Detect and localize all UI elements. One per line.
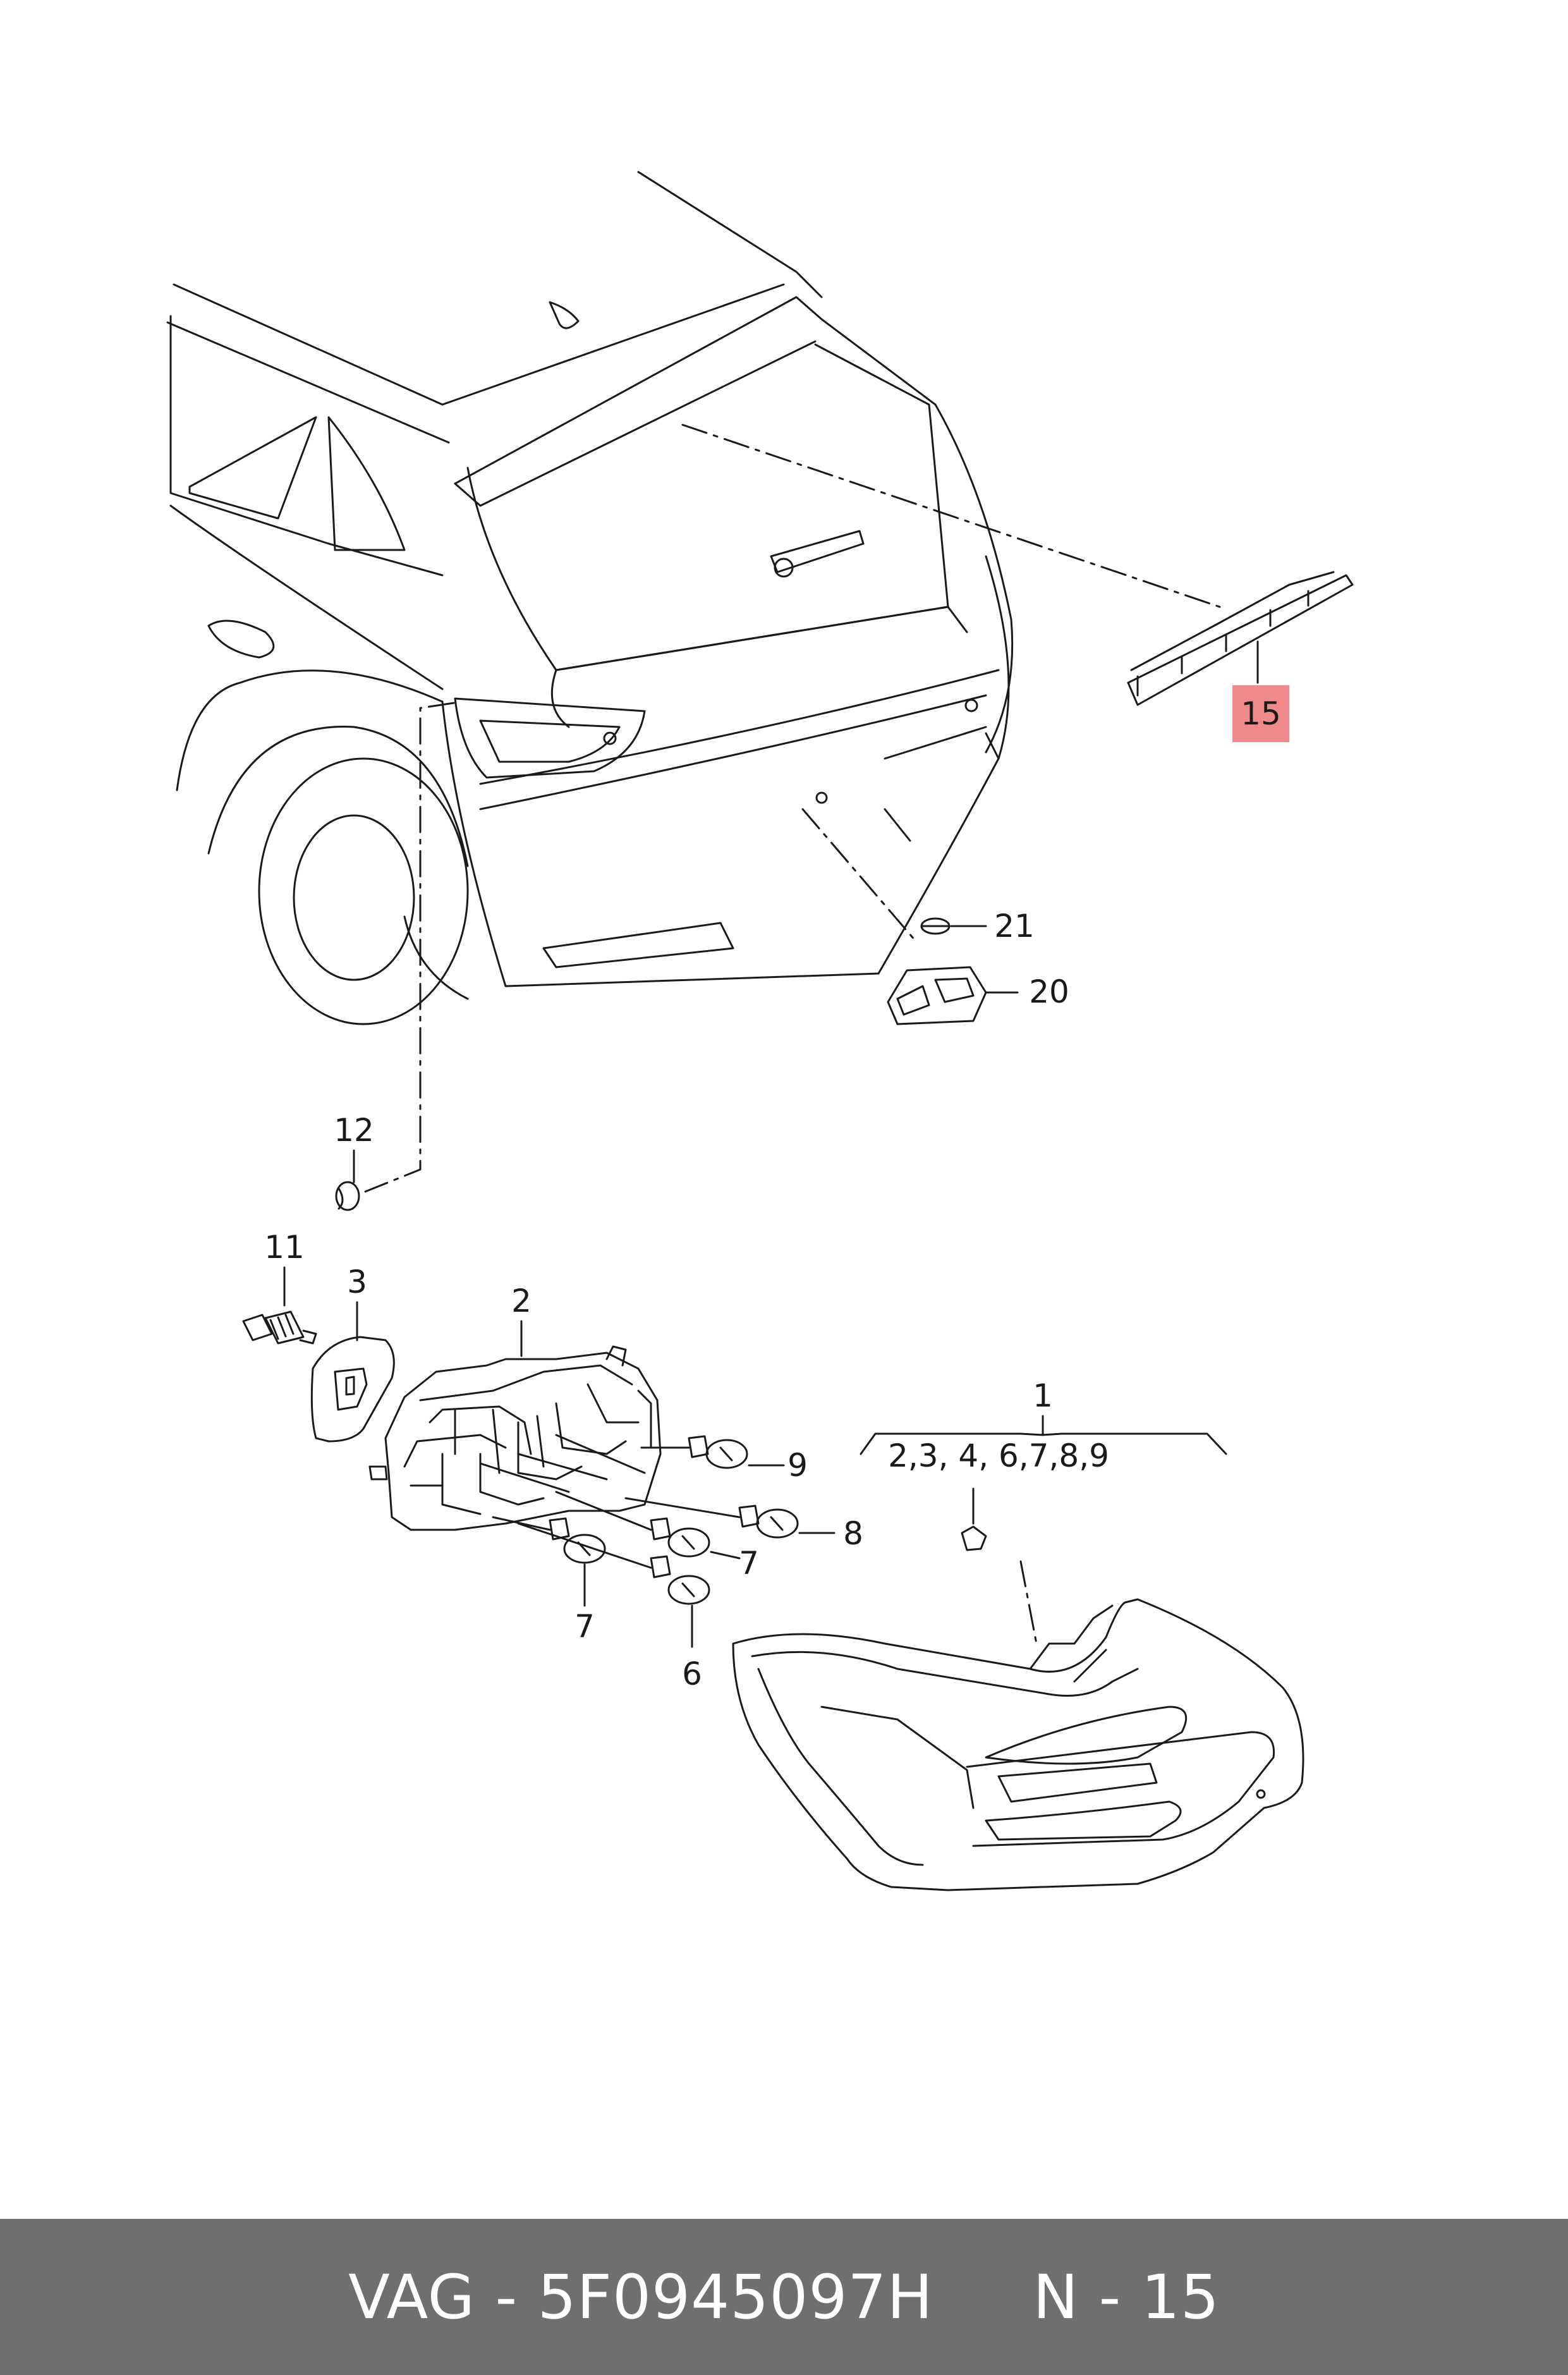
callout-9: 9 <box>787 1447 808 1484</box>
part-7-bulb-left <box>492 1516 606 1607</box>
part-3-gasket <box>310 1336 395 1443</box>
car-rear-illustration <box>166 171 1014 1025</box>
callout-11: 11 <box>264 1229 305 1266</box>
callout-2: 2 <box>511 1283 532 1319</box>
callout-8: 8 <box>843 1515 863 1552</box>
callout-7-right: 7 <box>739 1545 759 1582</box>
callout-7-left: 7 <box>574 1608 595 1645</box>
part-7-bulb-right <box>555 1491 741 1560</box>
callout-12: 12 <box>334 1112 374 1149</box>
callout-1-bracket <box>860 1415 1227 1455</box>
callout-15-highlight <box>1232 685 1289 742</box>
callout-3: 3 <box>347 1264 367 1300</box>
part-6-bulb <box>517 1522 710 1648</box>
part-1-bulb-holder-mount <box>961 1525 987 1551</box>
part-8-bulb <box>624 1497 836 1539</box>
part-15-high-mount-brake-light <box>1127 571 1354 706</box>
callout-6: 6 <box>682 1656 702 1692</box>
part-20-licence-plate-lamp <box>887 966 1019 1025</box>
part-12-grommet <box>335 1181 360 1211</box>
part-21-bulb <box>920 917 987 935</box>
part-number-label: VAG - 5F0945097H N - 15 <box>348 2261 1220 2333</box>
callout-1-list: 2,3, 4, 6,7,8,9 <box>888 1438 1109 1474</box>
callout-1: 1 <box>1033 1377 1053 1414</box>
footer-bar: VAG - 5F0945097H N - 15 <box>0 2219 1568 2375</box>
part-9-bulb <box>640 1435 785 1469</box>
part-1-tail-light-housing <box>732 1598 1304 1891</box>
part-11-bolt <box>242 1310 317 1345</box>
parts-diagram: 15 21 20 12 11 3 2 <box>166 171 1354 1891</box>
callout-20: 20 <box>1029 974 1069 1010</box>
callout-21: 21 <box>994 908 1035 944</box>
part-2-bulb-holder <box>368 1345 662 1531</box>
callout-15: 15 <box>1241 695 1281 732</box>
leader-lines <box>364 424 1221 1645</box>
